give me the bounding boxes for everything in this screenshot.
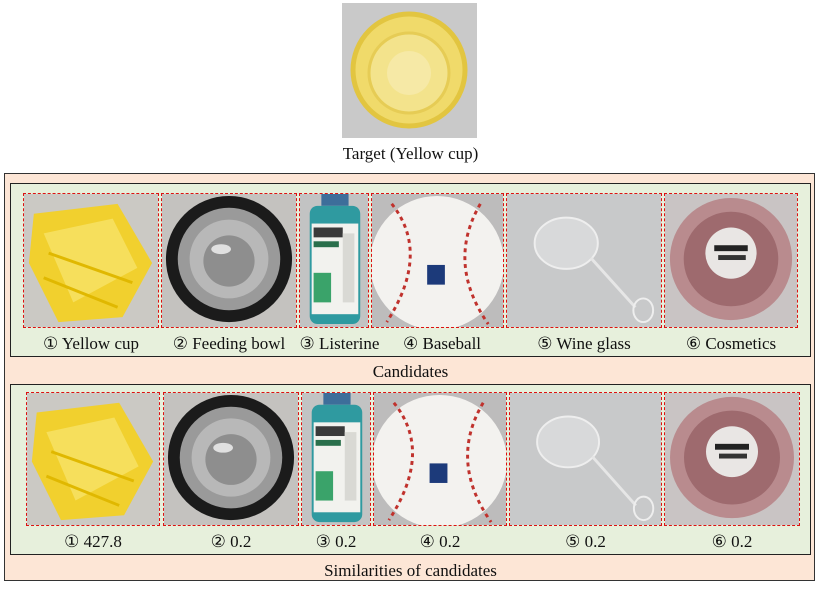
similarity-image-cosmetics bbox=[664, 392, 800, 526]
candidate-label-1: ① Yellow cup bbox=[43, 334, 139, 353]
candidate-image-yellow-cup bbox=[23, 193, 159, 328]
similarity-image-baseball bbox=[373, 392, 507, 526]
similarities-section-label: Similarities of candidates bbox=[324, 561, 497, 580]
similarity-label-5: ⑤ 0.2 bbox=[565, 532, 606, 551]
similarity-label-4: ④ 0.2 bbox=[419, 532, 461, 551]
cosmetics-jar-icon bbox=[665, 194, 797, 327]
baseball-icon bbox=[374, 393, 506, 525]
cosmetics-jar-icon bbox=[665, 393, 799, 525]
wine-glass-icon bbox=[510, 393, 661, 525]
candidate-label-5: ⑤ Wine glass bbox=[537, 334, 631, 353]
yellow-cup-icon bbox=[27, 393, 159, 525]
similarity-label-1: ① 427.8 bbox=[64, 532, 122, 551]
candidate-image-cosmetics bbox=[664, 193, 798, 328]
similarity-label-6: ⑥ 0.2 bbox=[711, 532, 753, 551]
candidate-image-feeding-bowl bbox=[161, 193, 297, 328]
candidates-section-label: Candidates bbox=[372, 362, 449, 381]
similarity-image-yellow-cup bbox=[26, 392, 160, 526]
similarity-label-3: ③ 0.2 bbox=[315, 532, 357, 551]
listerine-bottle-icon bbox=[300, 194, 368, 327]
feeding-bowl-icon bbox=[164, 393, 298, 525]
target-image bbox=[342, 3, 477, 138]
candidate-label-3: ③ Listerine bbox=[299, 334, 380, 353]
target-caption: Target (Yellow cup) bbox=[342, 144, 479, 163]
yellow-cup-icon bbox=[24, 194, 158, 327]
candidate-label-4: ④ Baseball bbox=[402, 334, 482, 353]
wine-glass-icon bbox=[507, 194, 661, 327]
candidate-image-baseball bbox=[371, 193, 504, 328]
listerine-bottle-icon bbox=[302, 393, 370, 525]
similarity-image-listerine bbox=[301, 392, 371, 526]
similarity-image-feeding-bowl bbox=[163, 392, 299, 526]
similarity-label-2: ② 0.2 bbox=[210, 532, 252, 551]
similarity-image-wine-glass bbox=[509, 392, 662, 526]
candidate-label-6: ⑥ Cosmetics bbox=[685, 334, 777, 353]
baseball-icon bbox=[372, 194, 503, 327]
candidate-label-2: ② Feeding bowl bbox=[172, 334, 286, 353]
feeding-bowl-icon bbox=[162, 194, 296, 327]
yellow-cup-top-icon bbox=[342, 3, 477, 138]
candidate-image-listerine bbox=[299, 193, 369, 328]
candidate-image-wine-glass bbox=[506, 193, 662, 328]
